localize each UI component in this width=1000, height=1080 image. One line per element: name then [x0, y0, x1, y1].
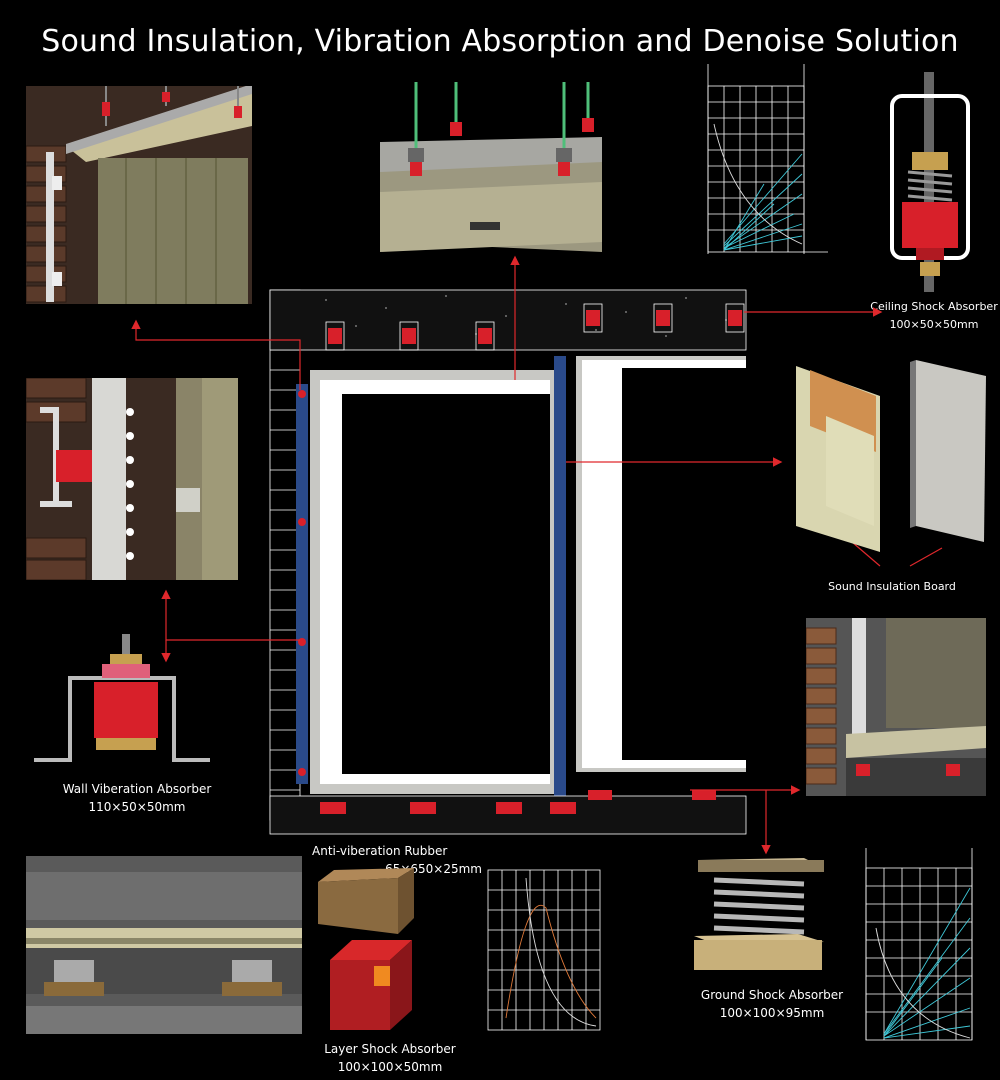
wall-vibration-absorber-name: Wall Viberation Absorber	[62, 782, 212, 796]
ceiling-shock-absorber-size: 100×50×50mm	[889, 318, 979, 331]
sound-insulation-board-image	[790, 356, 990, 552]
rubber-block-svg	[318, 868, 414, 934]
wall-floor-detail-svg	[806, 618, 986, 796]
frequency-chart-top	[704, 64, 828, 254]
layer-shock-absorber-name: Layer Shock Absorber	[324, 1042, 456, 1056]
ceiling-shock-absorber-image	[886, 72, 974, 292]
anti-vibration-rubber-name: Anti-viberation Rubber	[312, 844, 448, 858]
sound-insulation-board-label: Sound Insulation Board	[828, 580, 956, 593]
wall-clip-illustration	[26, 86, 252, 304]
frequency-chart-bottom-right	[862, 848, 976, 1042]
wall-vibration-absorber-label: Wall Viberation Absorber 110×50×50mm	[42, 780, 232, 816]
wall-floor-detail-panel	[806, 618, 986, 796]
layer-shock-absorber-image	[330, 940, 412, 1030]
wall-absorber-svg	[34, 634, 210, 762]
ceiling-hanger-panel	[380, 82, 602, 252]
ceiling-shock-absorber-name: Ceiling Shock Absorber	[870, 300, 998, 313]
room-section-svg	[269, 289, 747, 835]
layer-shock-absorber-size: 100×100×50mm	[337, 1060, 443, 1074]
ground-shock-absorber-size: 100×100×95mm	[719, 1006, 825, 1020]
anti-vibration-rubber-label: Anti-viberation Rubber 65×650×25mm	[312, 842, 482, 878]
anti-vibration-rubber-image	[318, 868, 414, 934]
wall-vibration-absorber-image	[30, 634, 214, 764]
chart-bottom-middle-svg	[487, 869, 601, 1031]
chart-top-svg	[707, 64, 828, 254]
wall-absorber-detail-panel	[26, 378, 238, 580]
layer-absorber-svg	[330, 940, 412, 1030]
chart-bottom-right-svg	[865, 848, 973, 1041]
ground-shock-absorber-name: Ground Shock Absorber	[700, 988, 844, 1002]
insulation-board-svg	[796, 360, 986, 552]
ground-absorber-svg	[694, 858, 824, 970]
wall-absorber-detail-svg	[26, 378, 238, 580]
ceiling-absorber-svg	[890, 72, 970, 292]
wall-clip-panel	[26, 86, 252, 304]
ceiling-hanger-illustration	[380, 82, 602, 252]
frequency-chart-bottom-middle	[486, 868, 602, 1032]
ceiling-shock-absorber-label: Ceiling Shock Absorber 100×50×50mm	[868, 298, 1000, 334]
wall-vibration-absorber-size: 110×50×50mm	[88, 800, 186, 814]
room-section-drawing	[266, 276, 756, 836]
page-title: Sound Insulation, Vibration Absorption a…	[41, 24, 959, 59]
floating-floor-svg	[26, 856, 302, 1034]
ground-shock-absorber-image	[692, 854, 824, 970]
ground-shock-absorber-label: Ground Shock Absorber 100×100×95mm	[694, 986, 850, 1022]
layer-shock-absorber-label: Layer Shock Absorber 100×100×50mm	[310, 1040, 470, 1076]
floating-floor-panel	[26, 856, 302, 1034]
